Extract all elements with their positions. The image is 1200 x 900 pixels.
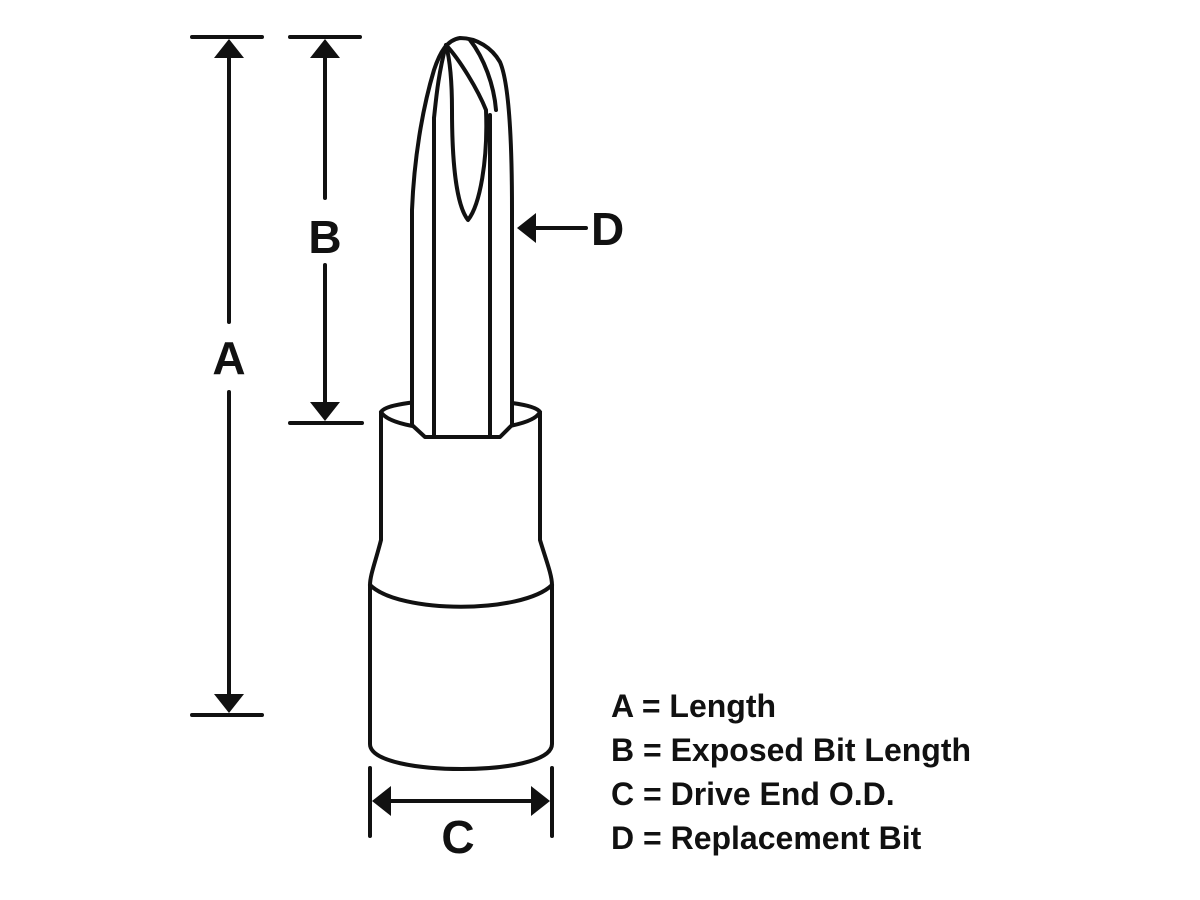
dimension-a-top-arrowhead	[214, 39, 244, 58]
bit-flute-right	[468, 38, 498, 112]
legend-item-exposed-bit-length: B = Exposed Bit Length	[611, 732, 971, 768]
legend-item-replacement-bit: D = Replacement Bit	[611, 820, 922, 856]
dimension-c-left-arrowhead	[372, 786, 391, 816]
legend-item-drive-end-od: C = Drive End O.D.	[611, 776, 895, 812]
dimension-a-label: A	[212, 332, 245, 384]
callout-d-label: D	[591, 203, 624, 255]
legend-item-length: A = Length	[611, 688, 776, 724]
dimension-b: B	[288, 35, 364, 425]
dimension-b-label: B	[308, 211, 341, 263]
dimension-a: A	[190, 35, 264, 717]
dimension-c-label: C	[441, 811, 474, 863]
legend: A = Length B = Exposed Bit Length C = Dr…	[611, 688, 971, 856]
replacement-bit	[410, 36, 514, 439]
bit-flute-center	[444, 43, 489, 222]
dimension-c-right-arrowhead	[531, 786, 550, 816]
socket-outline	[368, 398, 554, 771]
dimension-b-top-arrowhead	[310, 39, 340, 58]
callout-d-arrowhead	[517, 213, 536, 243]
dimension-c: C	[368, 766, 554, 863]
socket-drive-end-band	[368, 583, 554, 609]
socket-body	[368, 398, 554, 771]
bit-outline	[410, 36, 514, 439]
callout-d: D	[517, 203, 624, 255]
dimension-b-bottom-arrowhead	[310, 402, 340, 421]
bit-flute-left	[432, 43, 448, 120]
dimension-a-bottom-arrowhead	[214, 694, 244, 713]
